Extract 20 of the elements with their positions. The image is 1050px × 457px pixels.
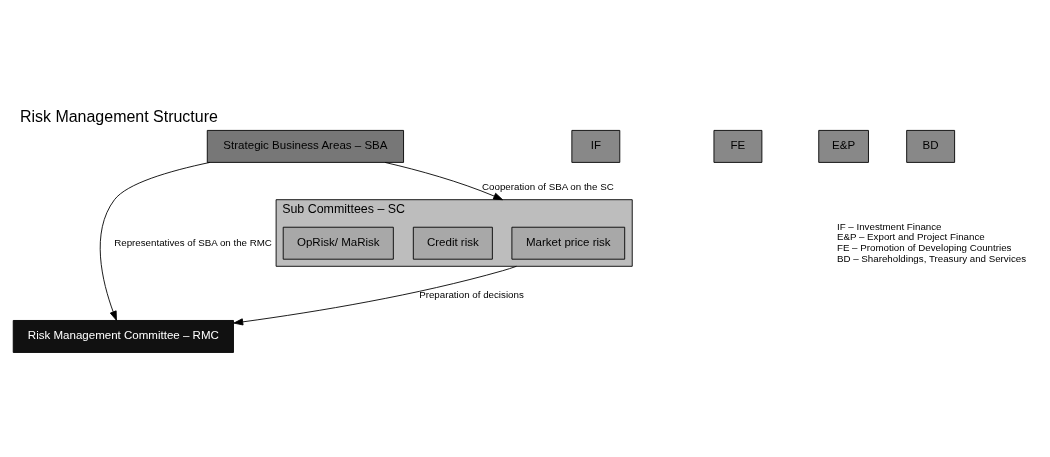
arrow [99, 161, 211, 321]
label: IF – Investment Finance [836, 220, 942, 232]
edge-label: Representatives of SBA on the RMC [114, 236, 272, 248]
edge-label: Preparation of decisions [419, 288, 524, 300]
edge-label: Cooperation of SBA on the SC [482, 180, 614, 192]
node-box: FE [713, 129, 763, 163]
label: BD – Shareholdings, Treasury and Services [836, 252, 1027, 264]
node-box: Strategic Business Areas – SBA [206, 129, 404, 163]
node-box: Risk Management Committee – RMC [12, 319, 234, 353]
diagram-title: Risk Management Structure [19, 107, 218, 125]
label: FE – Promotion of Developing Countries [836, 241, 1012, 253]
node-box: Market price risk [511, 226, 626, 260]
arrow [384, 161, 504, 200]
node-box: IF [571, 129, 621, 163]
node-box: BD [906, 129, 956, 163]
label: E&P – Export and Project Finance [836, 230, 985, 242]
node-box: E&P [818, 129, 869, 163]
node-box: OpRisk/ MaRisk [282, 226, 394, 260]
node-box: Credit risk [412, 226, 493, 260]
arrow [233, 265, 517, 325]
